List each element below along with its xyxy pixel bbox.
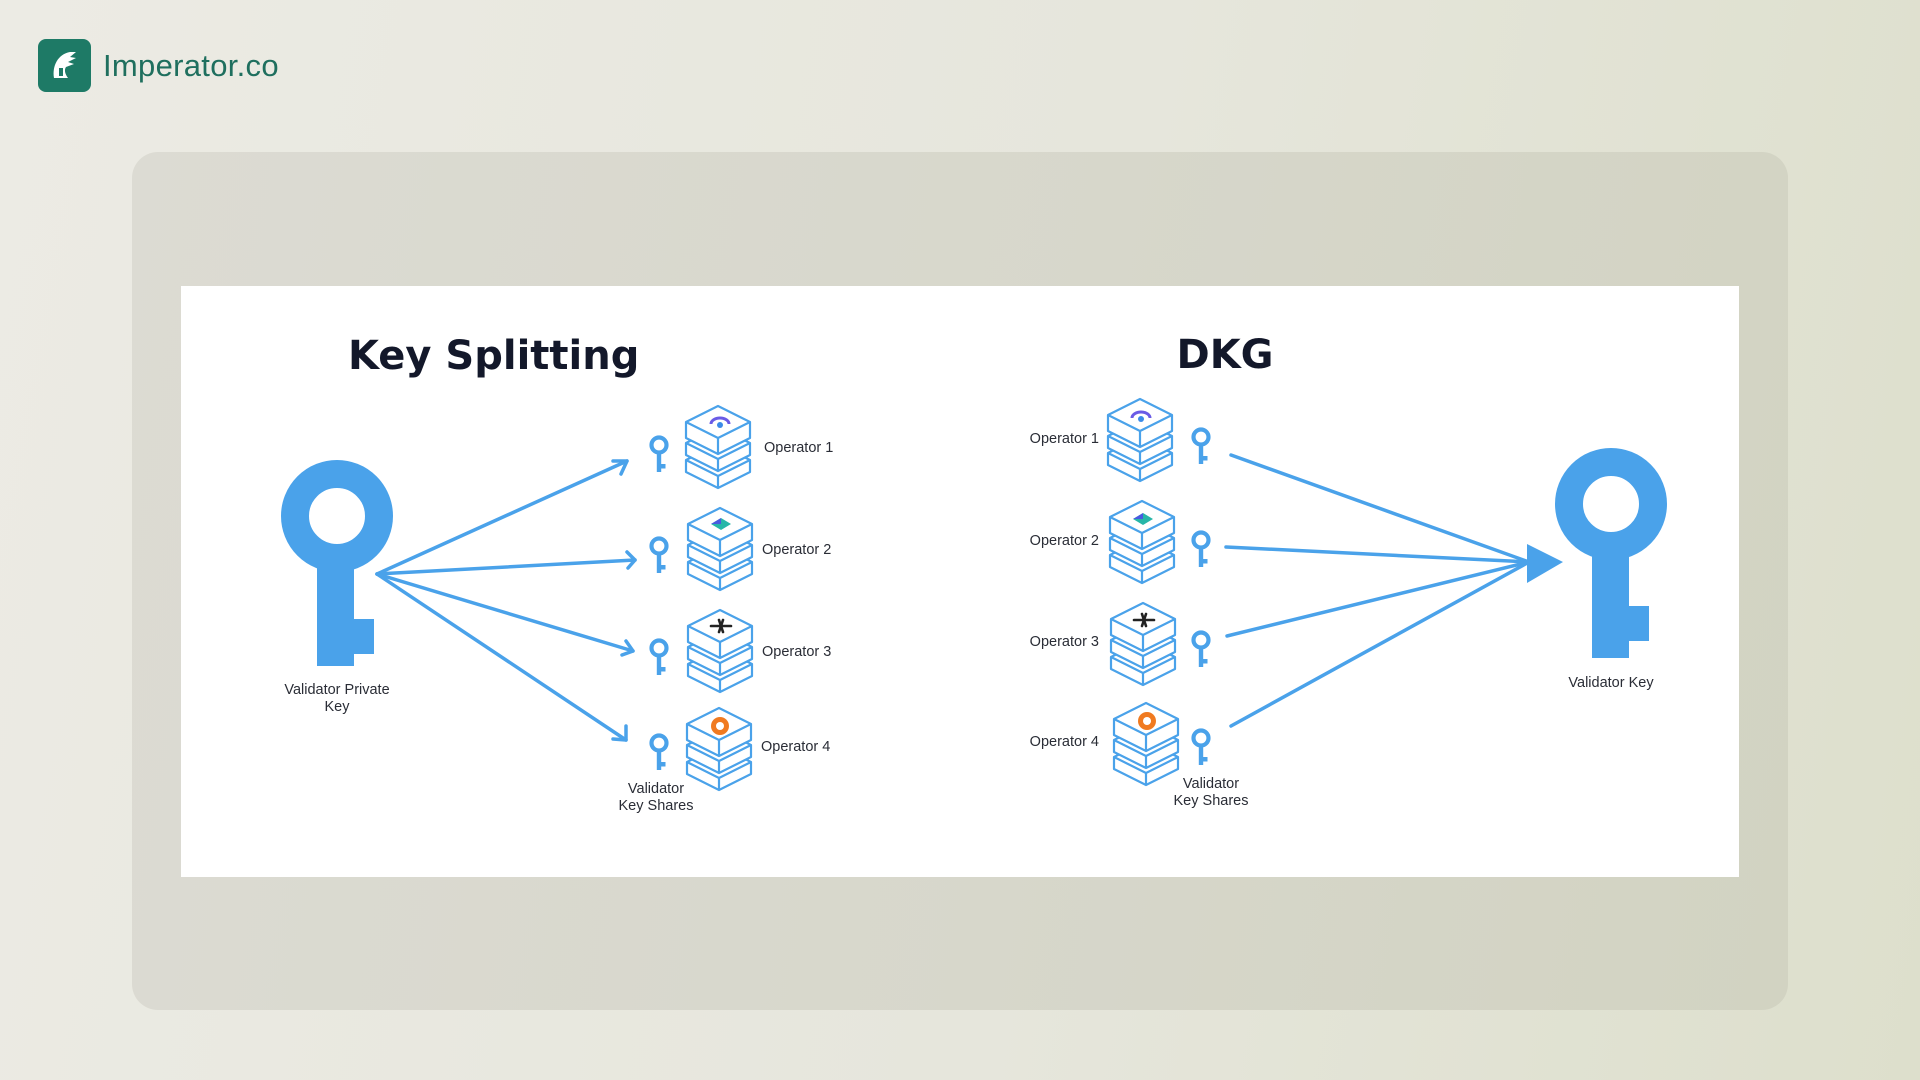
key-share-icon xyxy=(652,641,667,676)
spartan-helmet-icon xyxy=(38,39,91,92)
left-operator-2-label: Operator 2 xyxy=(762,542,831,558)
right-shares-label-line1: Validator xyxy=(1183,776,1239,792)
dkg-operator-4-logo-icon xyxy=(1138,712,1156,730)
right-operator-1-label: Operator 1 xyxy=(1030,431,1099,447)
left-operator-4-label: Operator 4 xyxy=(761,739,830,755)
right-operator-3-label: Operator 3 xyxy=(1030,634,1099,650)
key-share-icon xyxy=(652,736,667,771)
dkg-key-share-icon xyxy=(1194,633,1209,668)
left-shares-label-line1: Validator xyxy=(628,781,684,797)
left-operator-1-label: Operator 1 xyxy=(764,440,833,456)
right-shares-label-line2: Key Shares xyxy=(1174,793,1249,809)
right-operator-4-label: Operator 4 xyxy=(1030,734,1099,750)
validator-private-key-icon xyxy=(281,460,393,666)
operator-1-logo-icon xyxy=(709,416,731,428)
validator-key-label: Validator Key xyxy=(1568,675,1654,691)
dkg-key-share-icon xyxy=(1194,731,1209,766)
key-share-icon xyxy=(652,438,667,473)
key-splitting-title: Key Splitting xyxy=(348,333,639,379)
key-share-icon xyxy=(652,539,667,574)
merge-arrows xyxy=(1224,453,1563,728)
operator-2-logo-icon xyxy=(711,518,731,530)
source-label-line1: Validator Private xyxy=(284,682,389,698)
key-diagram: Key Splitting Validator Private Key xyxy=(281,332,1667,814)
operator-3-logo-icon xyxy=(709,618,733,634)
dkg-operator-1-logo-icon xyxy=(1130,410,1152,422)
dkg-operator-3-logo-icon xyxy=(1132,612,1156,628)
brand-name: Imperator.co xyxy=(103,47,279,83)
brand[interactable]: Imperator.co xyxy=(38,39,279,92)
left-shares-label-line2: Key Shares xyxy=(619,798,694,814)
dkg-key-share-icon xyxy=(1194,430,1209,465)
validator-key-icon xyxy=(1555,448,1667,658)
dkg-operator-2-server-icon xyxy=(1108,499,1176,585)
dkg-title: DKG xyxy=(1176,332,1273,378)
left-operator-3-label: Operator 3 xyxy=(762,644,831,660)
right-operator-2-label: Operator 2 xyxy=(1030,533,1099,549)
split-arrows xyxy=(375,459,637,742)
operator-4-logo-icon xyxy=(711,717,729,735)
dkg-key-share-icon xyxy=(1194,533,1209,568)
diagram-panel: Key Splitting Validator Private Key xyxy=(181,286,1739,877)
source-label-line2: Key xyxy=(325,699,351,715)
dkg-operator-2-logo-icon xyxy=(1133,513,1153,525)
